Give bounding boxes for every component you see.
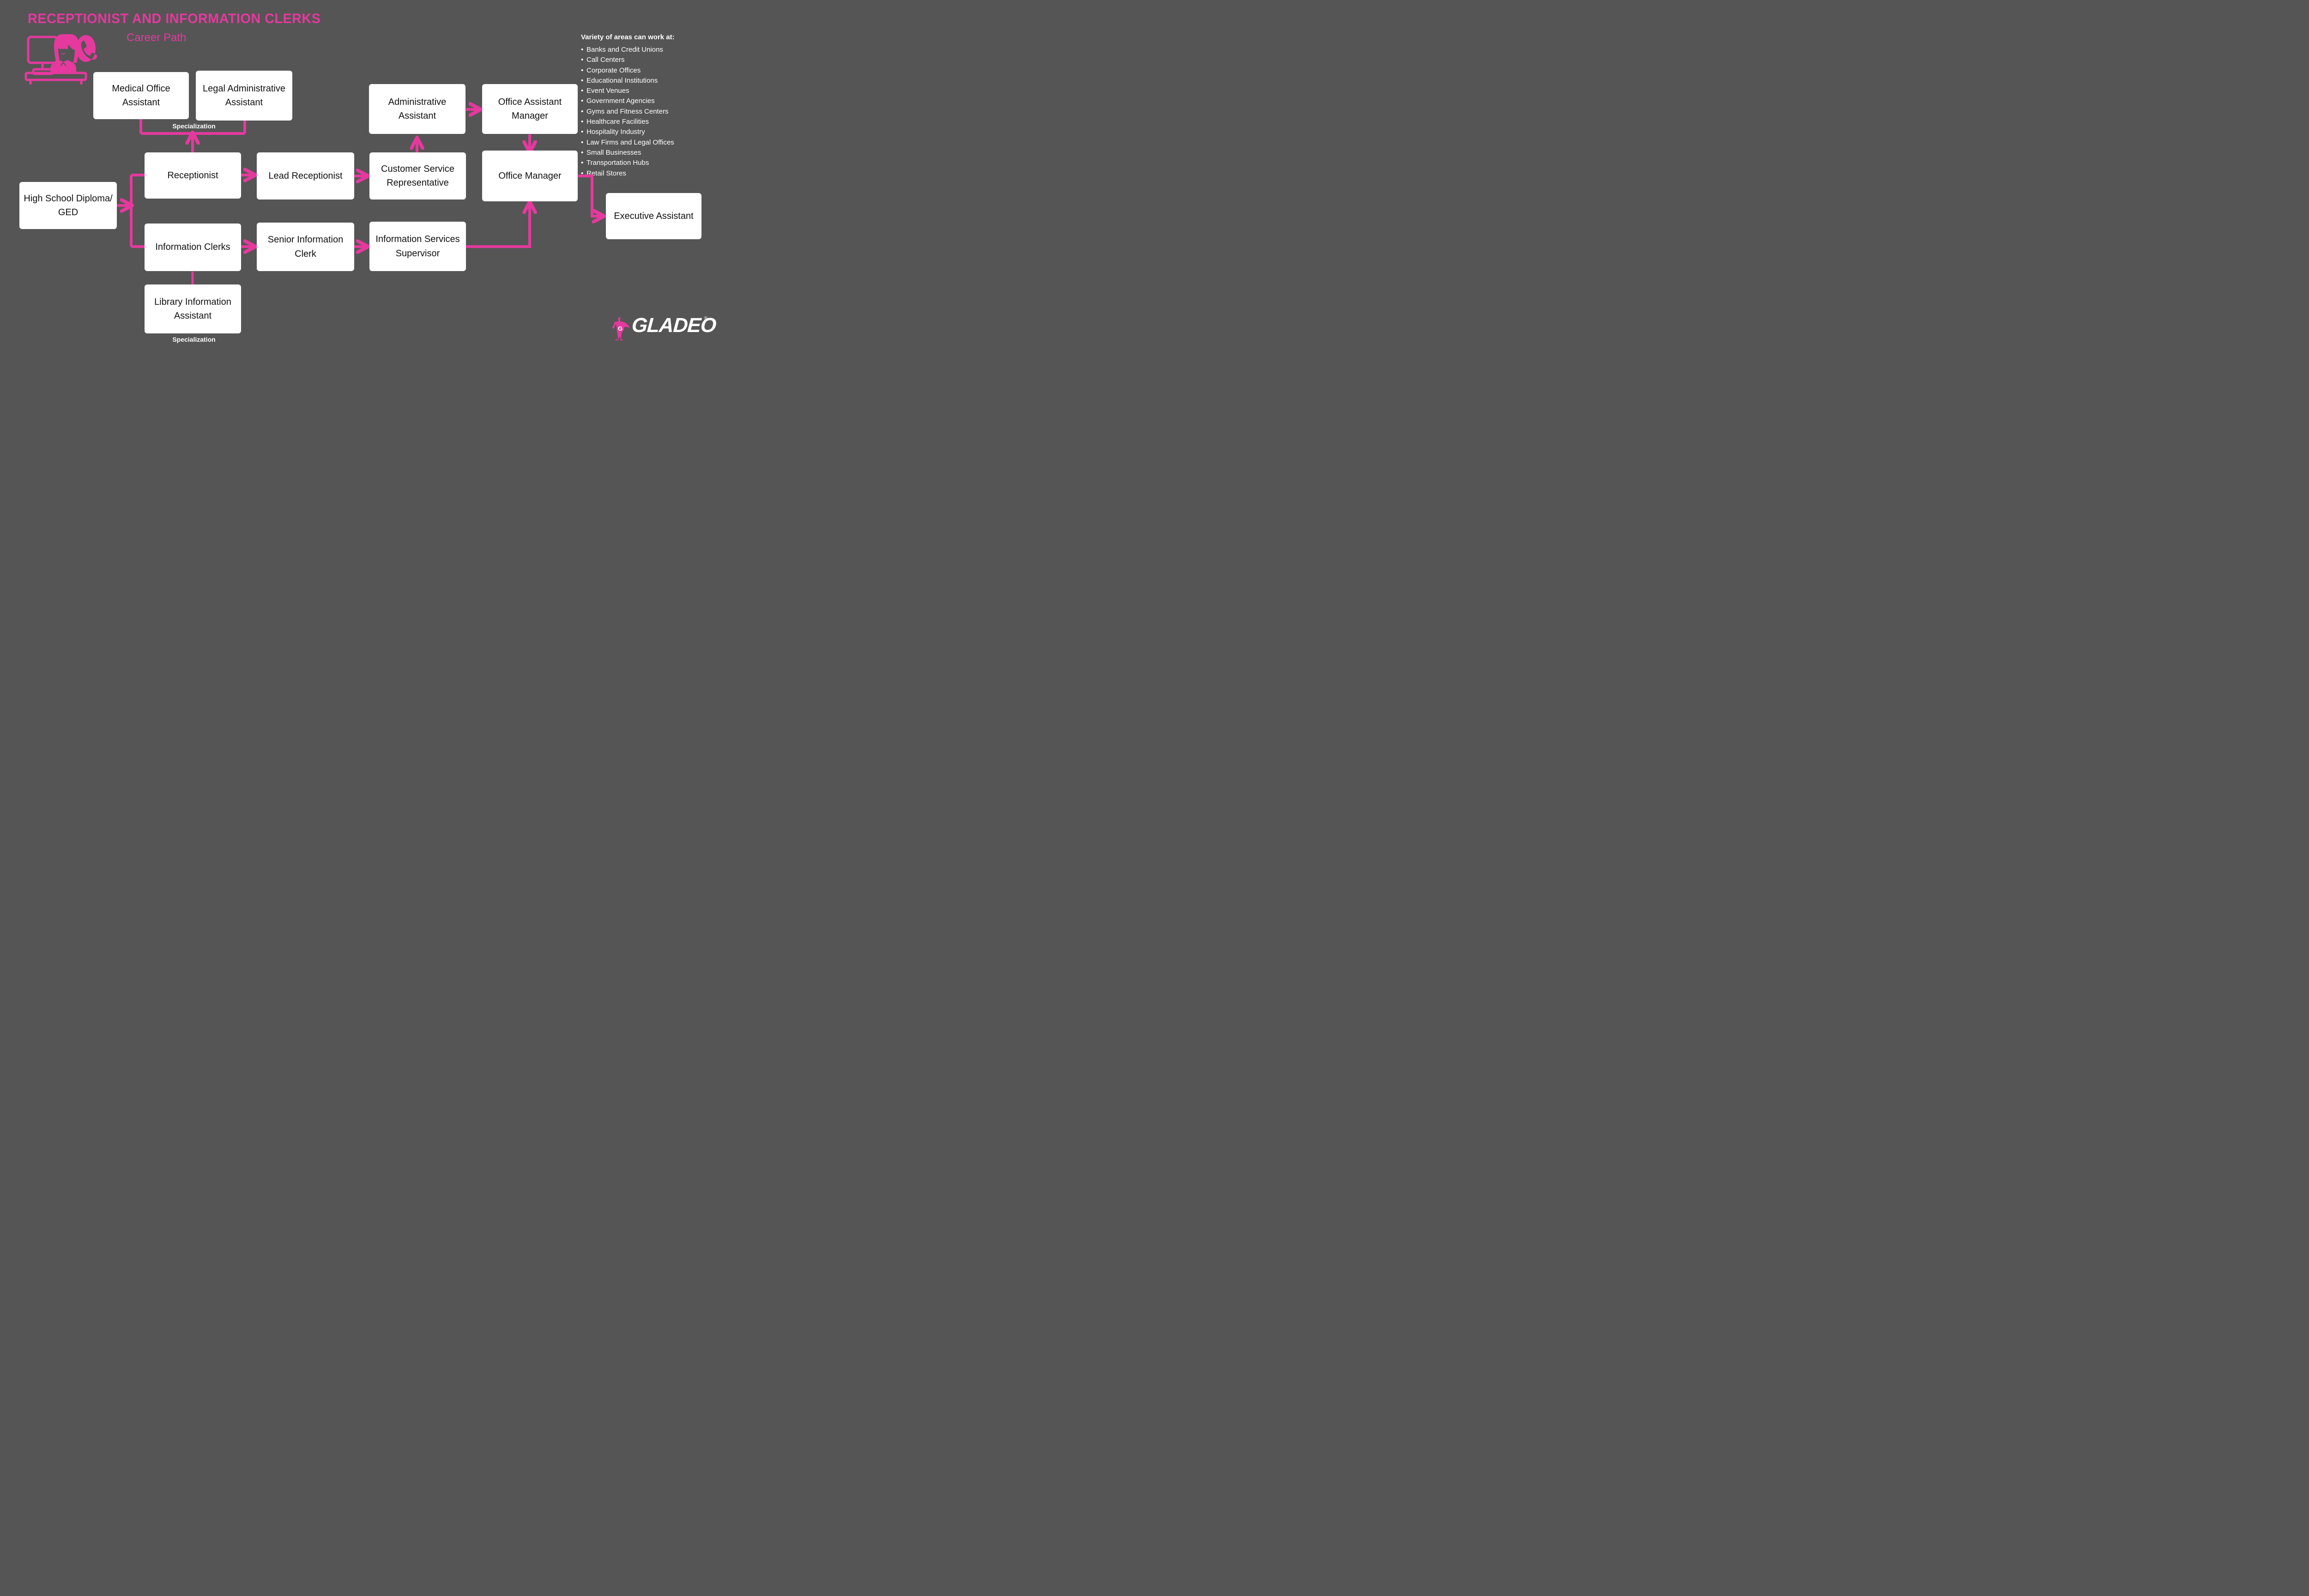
areas-title: Variety of areas can work at: bbox=[581, 33, 675, 41]
caption-specialization-top: Specialization bbox=[172, 122, 216, 130]
node-information-services-supervisor[interactable]: Information Services Supervisor bbox=[369, 222, 466, 271]
list-item: Law Firms and Legal Offices bbox=[581, 138, 710, 148]
node-senior-information-clerk[interactable]: Senior Information Clerk bbox=[257, 223, 354, 271]
node-high-school-diploma[interactable]: High School Diploma/ GED bbox=[19, 182, 117, 229]
list-item: Gyms and Fitness Centers bbox=[581, 107, 710, 117]
svg-text:G: G bbox=[618, 325, 623, 332]
node-customer-service-representative[interactable]: Customer Service Representative bbox=[369, 152, 466, 200]
areas-list: Banks and Credit Unions Call Centers Cor… bbox=[581, 45, 710, 179]
list-item: Hospitality Industry bbox=[581, 127, 710, 138]
node-lead-receptionist[interactable]: Lead Receptionist bbox=[257, 152, 354, 200]
flow-connectors bbox=[117, 0, 709, 284]
node-information-clerks[interactable]: Information Clerks bbox=[145, 224, 241, 271]
list-item: Retail Stores bbox=[581, 169, 710, 179]
list-item: Call Centers bbox=[581, 55, 710, 66]
node-office-manager[interactable]: Office Manager bbox=[482, 151, 578, 201]
list-item: Government Agencies bbox=[581, 96, 710, 107]
gladeo-logo: G GLADEO ® bbox=[610, 314, 717, 343]
node-legal-administrative-assistant[interactable]: Legal Administrative Assistant bbox=[196, 71, 292, 121]
page-subtitle: Career Path bbox=[127, 31, 187, 44]
career-path-infographic: RECEPTIONIST AND INFORMATION CLERKS Care… bbox=[0, 0, 717, 355]
page-title: RECEPTIONIST AND INFORMATION CLERKS bbox=[28, 11, 321, 26]
list-item: Corporate Offices bbox=[581, 66, 710, 76]
list-item: Educational Institutions bbox=[581, 76, 710, 86]
node-executive-assistant[interactable]: Executive Assistant bbox=[606, 193, 701, 239]
registered-trademark-icon: ® bbox=[704, 316, 707, 321]
node-medical-office-assistant[interactable]: Medical Office Assistant bbox=[93, 72, 189, 119]
edge-om-to-exec-assistant bbox=[578, 175, 602, 216]
node-receptionist[interactable]: Receptionist bbox=[145, 152, 241, 199]
node-administrative-assistant[interactable]: Administrative Assistant bbox=[369, 84, 465, 134]
gladeo-hero-icon: G bbox=[612, 317, 630, 340]
caption-specialization-bottom: Specialization bbox=[172, 336, 216, 343]
receptionist-desk-icon bbox=[24, 34, 97, 85]
node-library-information-assistant[interactable]: Library Information Assistant bbox=[145, 284, 241, 333]
areas-panel: Variety of areas can work at: Banks and … bbox=[581, 33, 710, 179]
list-item: Healthcare Facilities bbox=[581, 117, 710, 127]
list-item: Transportation Hubs bbox=[581, 158, 710, 169]
list-item: Banks and Credit Unions bbox=[581, 45, 710, 55]
list-item: Event Venues bbox=[581, 86, 710, 97]
list-item: Small Businesses bbox=[581, 148, 710, 158]
edge-iss-to-office-manager bbox=[466, 204, 530, 248]
node-office-assistant-manager[interactable]: Office Assistant Manager bbox=[482, 84, 578, 134]
